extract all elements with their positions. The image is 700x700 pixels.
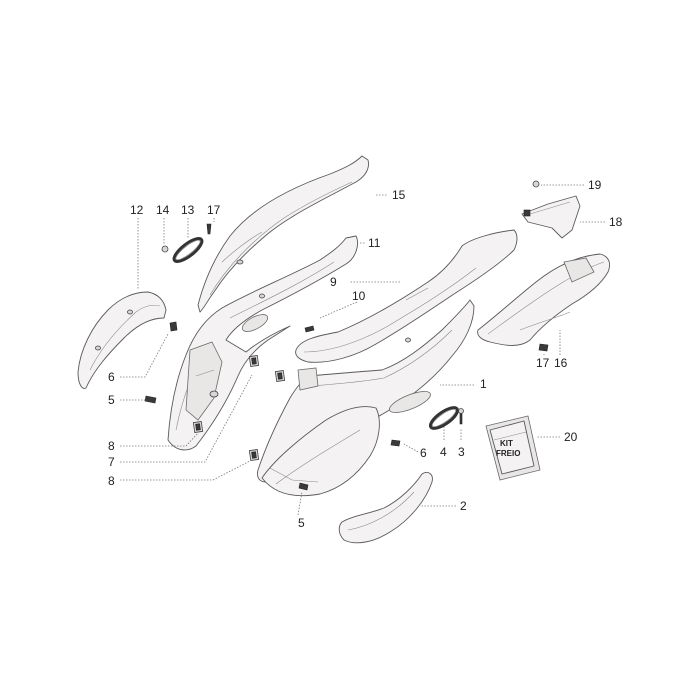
part-16-right-rear-cover bbox=[477, 253, 611, 346]
part-17-screw-right bbox=[538, 343, 549, 352]
callout-12: 12 bbox=[130, 203, 144, 217]
part-18-bracket bbox=[521, 195, 581, 239]
part-5-screw-left bbox=[144, 395, 157, 404]
part-14-screw bbox=[161, 245, 169, 253]
part-8-clip-lower bbox=[248, 449, 260, 461]
callout-8-upper: 8 bbox=[108, 439, 115, 453]
part-6-screw bbox=[390, 439, 401, 447]
callout-8-lower: 8 bbox=[108, 474, 115, 488]
part-3-screw bbox=[458, 408, 464, 425]
callout-4: 4 bbox=[440, 445, 447, 459]
leader-lines bbox=[120, 184, 605, 516]
callout-13: 13 bbox=[181, 203, 195, 217]
part-11-side-rail-frame bbox=[167, 235, 358, 451]
part-17-screw-top-left bbox=[206, 223, 212, 235]
callout-18: 18 bbox=[609, 215, 623, 229]
callout-19: 19 bbox=[588, 178, 602, 192]
part-6-screw-left bbox=[169, 321, 178, 332]
part-8-clip-upper bbox=[248, 355, 260, 367]
callout-5-left: 5 bbox=[108, 393, 115, 407]
callout-numbers: 1 2 3 4 5 5 6 6 7 8 8 9 10 11 12 13 14 1… bbox=[108, 178, 623, 530]
part-12-left-side-panel bbox=[77, 291, 167, 389]
callout-9: 9 bbox=[330, 275, 337, 289]
part-2-lower-trim bbox=[338, 471, 433, 544]
part-15-upper-rail-cover bbox=[197, 155, 369, 313]
callout-6-center: 6 bbox=[420, 446, 427, 460]
callout-20: 20 bbox=[564, 430, 578, 444]
part-5-screw-bottom bbox=[298, 482, 309, 491]
callout-14: 14 bbox=[156, 203, 170, 217]
kit-label-line2: FREIO bbox=[496, 449, 520, 458]
callout-10: 10 bbox=[352, 289, 366, 303]
part-19-screw bbox=[532, 180, 540, 188]
part-6-inner-panel bbox=[261, 406, 380, 497]
callout-17-top: 17 bbox=[207, 203, 221, 217]
part-10-screw bbox=[304, 325, 315, 333]
callout-17-right: 17 bbox=[536, 356, 550, 370]
part-20-brake-kit-pack: KIT FREIO bbox=[485, 415, 541, 481]
part-4-oval-seal bbox=[428, 406, 460, 430]
part-8-clip-left bbox=[192, 421, 204, 433]
kit-label-line1: KIT bbox=[500, 439, 513, 448]
part-13-oval-seal bbox=[172, 237, 204, 263]
callout-15: 15 bbox=[392, 188, 406, 202]
part-7-clip bbox=[274, 370, 286, 382]
callout-6-left: 6 bbox=[108, 370, 115, 384]
callout-7: 7 bbox=[108, 455, 115, 469]
callout-2: 2 bbox=[460, 499, 467, 513]
callout-16: 16 bbox=[554, 356, 568, 370]
callout-5-bottom: 5 bbox=[298, 516, 305, 530]
callout-3: 3 bbox=[458, 445, 465, 459]
callout-1: 1 bbox=[480, 377, 487, 391]
callout-11: 11 bbox=[368, 236, 381, 250]
part-9-tail-cover bbox=[295, 229, 518, 363]
